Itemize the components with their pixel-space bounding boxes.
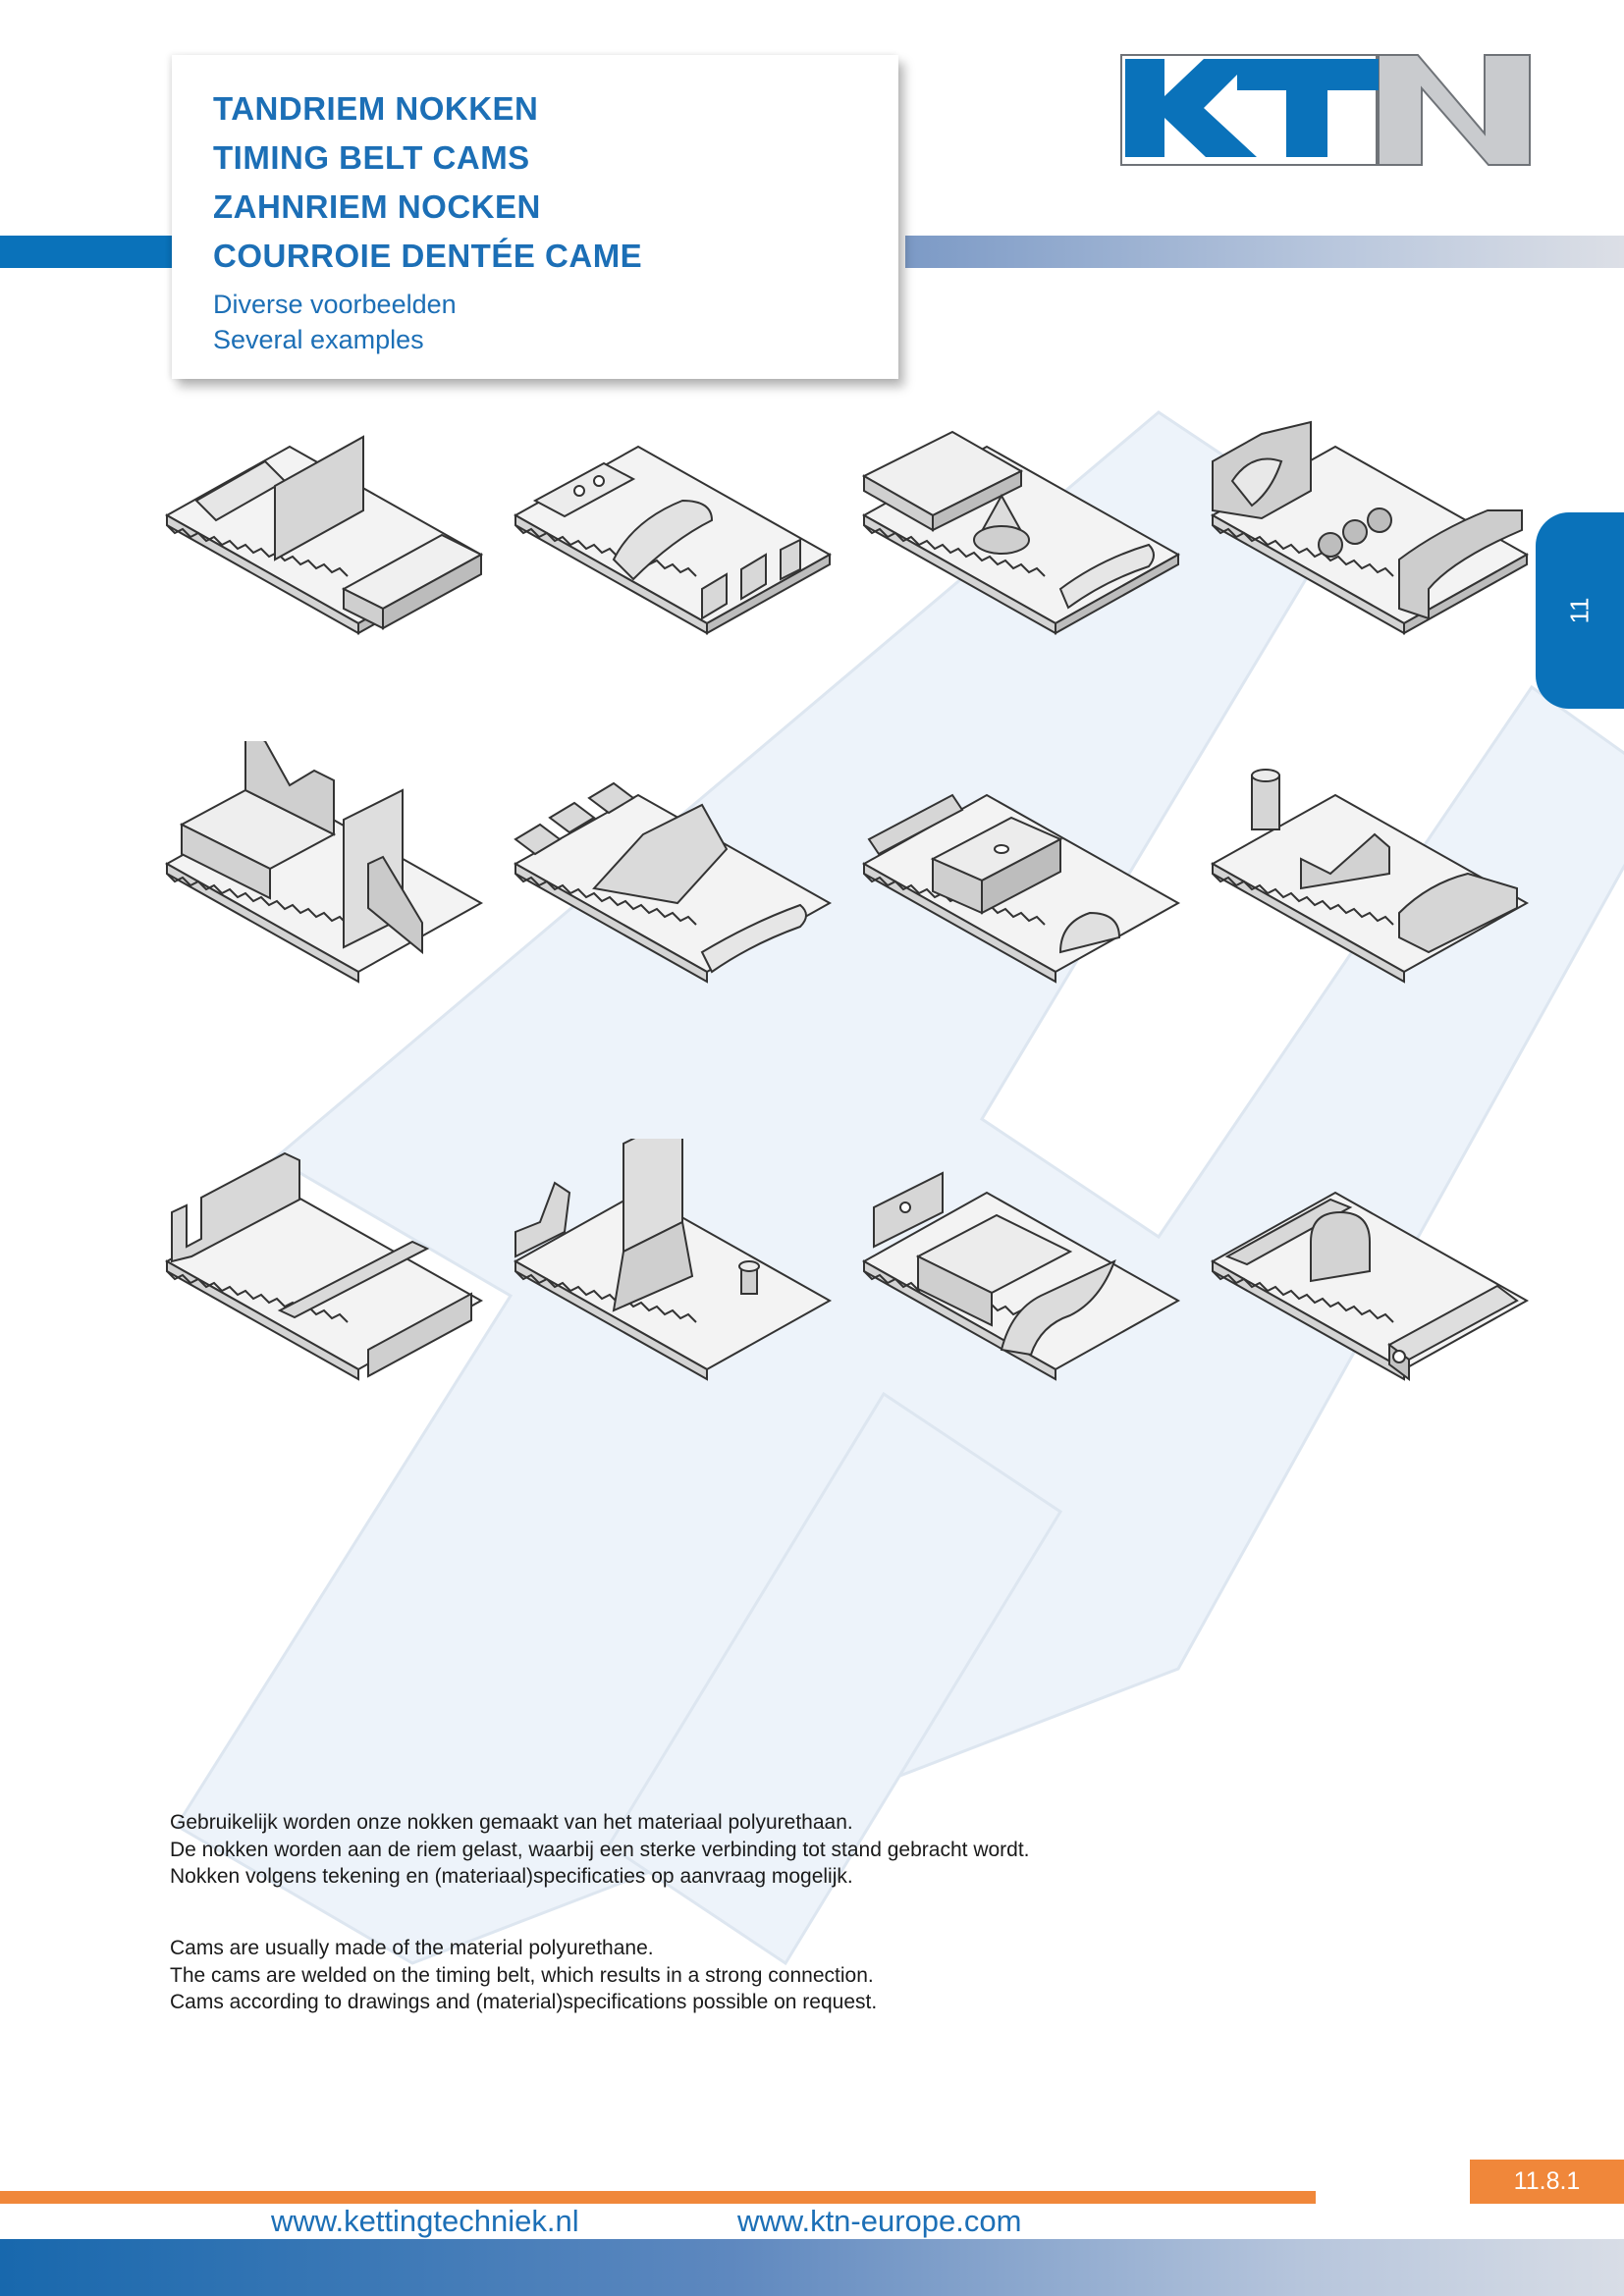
page-number: 11.8.1 (1470, 2160, 1624, 2204)
cam-examples-grid (147, 393, 1542, 1472)
description-line: Nokken volgens tekening en (materiaal)sp… (170, 1865, 853, 1888)
description-dutch: Gebruikelijk worden onze nokken gemaakt … (170, 1809, 1446, 1891)
cam-pin-block-ridge (496, 393, 849, 667)
header-band-right (905, 236, 1624, 268)
title-card: TANDRIEM NOKKEN TIMING BELT CAMS ZAHNRIE… (172, 55, 898, 379)
cam-channel-gear (1193, 393, 1546, 667)
description-line: Gebruikelijk worden onze nokken gemaakt … (170, 1811, 853, 1834)
description-english: Cams are usually made of the material po… (170, 1935, 1446, 2016)
footer-link-ktn-europe[interactable]: www.ktn-europe.com (737, 2204, 1022, 2238)
cam-triple-clip-ridge (496, 741, 849, 1016)
footer-band (0, 2239, 1624, 2296)
subtitle-english: Several examples (213, 325, 424, 354)
cam-v-notch-tall (147, 741, 501, 1016)
title-english: TIMING BELT CAMS (213, 139, 530, 176)
description-line: The cams are welded on the timing belt, … (170, 1963, 874, 1987)
cam-tall-wall-pin (496, 1139, 849, 1414)
cam-rail-dome (1193, 1139, 1546, 1414)
description-line: De nokken worden aan de riem gelast, waa… (170, 1838, 1030, 1861)
title-german: ZAHNRIEM NOCKEN (213, 188, 541, 225)
cam-pin-v-cradle (1193, 741, 1546, 1016)
description-line: Cams are usually made of the material po… (170, 1937, 654, 1959)
chapter-number: 11 (1564, 597, 1595, 624)
cam-plate-cone (844, 393, 1198, 667)
cam-slot-block (844, 741, 1198, 1016)
cam-two-fin (147, 393, 501, 667)
chapter-tab[interactable]: 11 (1536, 512, 1624, 709)
title-french: COURROIE DENTÉE CAME (213, 238, 643, 274)
footer-orange-line (0, 2191, 1316, 2204)
cam-block-trough (844, 1139, 1198, 1414)
cam-double-wall (147, 1139, 501, 1414)
subtitle-dutch: Diverse voorbeelden (213, 290, 457, 319)
header-band-left (0, 236, 172, 268)
footer-link-kettingtechniek[interactable]: www.kettingtechniek.nl (271, 2204, 579, 2238)
title-dutch: TANDRIEM NOKKEN (213, 90, 539, 127)
ktn-logo (1120, 54, 1531, 166)
description-line: Cams according to drawings and (material… (170, 1991, 878, 2013)
